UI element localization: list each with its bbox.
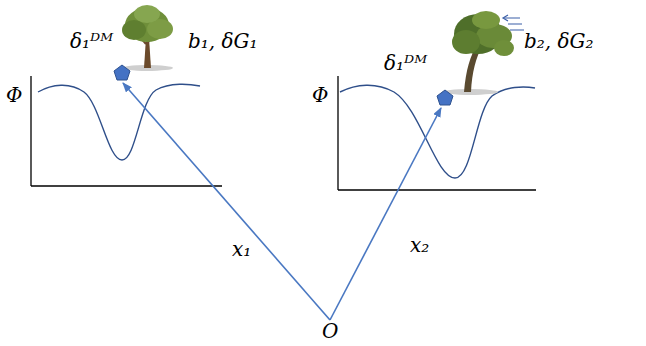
axis-label: Φ bbox=[6, 84, 22, 106]
dm-pentagon bbox=[114, 65, 130, 80]
left-potential-curve bbox=[38, 84, 200, 160]
symbol-label: δ₁ᴰᴹ bbox=[384, 52, 427, 74]
symbol-label: b₁, δG₁ bbox=[188, 30, 258, 52]
symbol-label: b₂, δG₂ bbox=[524, 30, 594, 52]
right-axes bbox=[338, 76, 536, 190]
position-vector bbox=[330, 108, 441, 320]
tree bbox=[121, 5, 173, 71]
dm-pentagon bbox=[437, 90, 453, 105]
symbol-label: δ₁ᴰᴹ bbox=[70, 30, 113, 52]
position-vector bbox=[123, 83, 330, 320]
left-axes bbox=[31, 76, 222, 186]
wind-blown-tree bbox=[442, 11, 524, 95]
origin-label: O bbox=[322, 320, 338, 342]
axis-label: Φ bbox=[312, 84, 328, 106]
right-potential-curve bbox=[340, 85, 535, 178]
axis-label: x₁ bbox=[232, 238, 251, 260]
axis-label: x₂ bbox=[410, 234, 429, 256]
